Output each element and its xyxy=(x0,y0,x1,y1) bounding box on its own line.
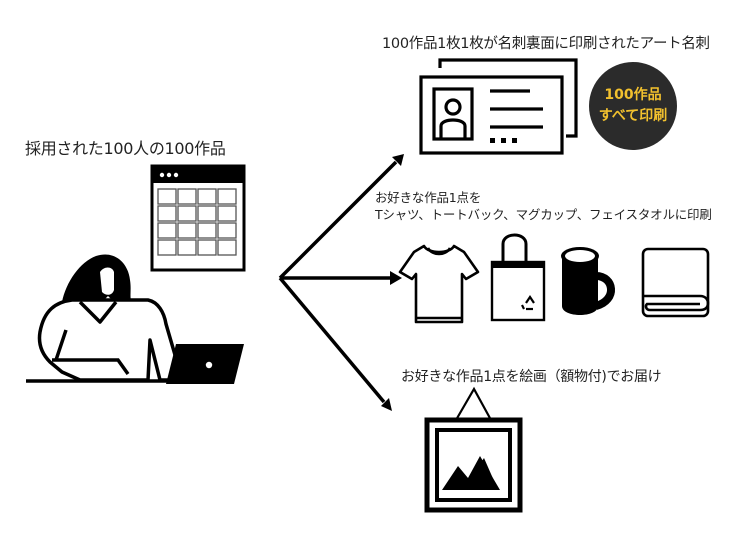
gallery-window-icon xyxy=(150,164,246,272)
framed-picture-icon xyxy=(424,386,523,513)
merchandise-label: お好きな作品1点を Tシャツ、トートバック、マグカップ、フェイスタオルに印刷 xyxy=(375,189,712,223)
source-label: 採用された100人の100作品 xyxy=(25,139,226,158)
business-card-icon xyxy=(419,58,578,155)
woman-with-laptop-illustration xyxy=(26,254,244,384)
towel-icon xyxy=(641,247,710,318)
merchandise-label-line-1: お好きな作品1点を xyxy=(375,190,482,205)
tote-bag-icon xyxy=(490,233,546,322)
merchandise-label-line-2: Tシャツ、トートバック、マグカップ、フェイスタオルに印刷 xyxy=(375,207,712,222)
t-shirt-icon xyxy=(398,244,480,324)
arrow-to-business-card xyxy=(278,160,398,280)
recycle-icon xyxy=(521,295,535,311)
arrow-to-framed-picture xyxy=(278,276,386,404)
mug-icon xyxy=(561,247,615,315)
framed-picture-label: お好きな作品1点を絵画（額物付)でお届け xyxy=(401,369,662,385)
arrows xyxy=(278,154,404,411)
business-card-label: 100作品1枚1枚が名刺裏面に印刷されたアート名刺 xyxy=(382,36,710,52)
badge-line-2: すべて印刷 xyxy=(598,108,668,124)
all-printed-badge: 100作品 すべて印刷 xyxy=(589,62,677,150)
badge-line-1: 100作品 xyxy=(604,87,662,103)
